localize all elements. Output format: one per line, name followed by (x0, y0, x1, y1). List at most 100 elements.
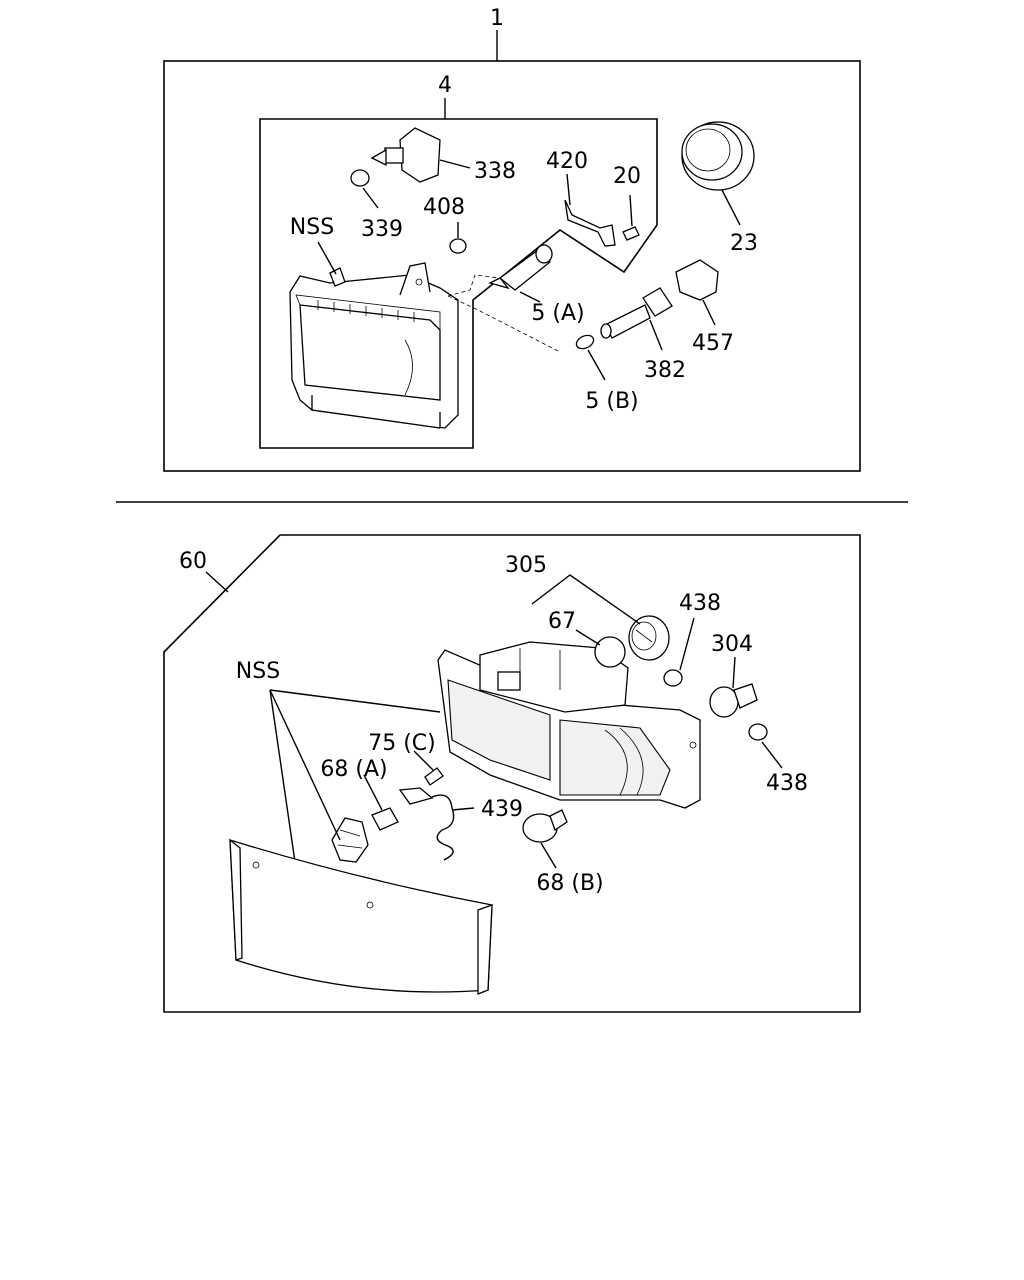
leader-439 (451, 807, 475, 811)
nss-socket-detail (337, 829, 363, 849)
trace-5a (447, 274, 501, 297)
headlamp-unit (289, 262, 459, 429)
part-75c-screw (424, 767, 444, 786)
ref-label-5b: 5 (B) (585, 389, 638, 414)
nss-socket-assembly (331, 817, 369, 863)
part-438-bulb-bottom (748, 723, 768, 741)
leader-457 (702, 299, 716, 326)
ref-label-67: 67 (548, 609, 576, 634)
actuator-body (399, 127, 441, 183)
part-439-wire-harness (398, 787, 455, 861)
harness-wire (431, 794, 455, 861)
upper-frame (163, 60, 861, 472)
ref-label-338: 338 (474, 159, 516, 184)
ref-label-20: 20 (613, 164, 641, 189)
leader-438-top (679, 617, 695, 671)
part-382-bulb-socket (600, 287, 673, 339)
ref-label-438-top: 438 (679, 591, 721, 616)
leader-305 (531, 574, 641, 625)
leader-23 (721, 189, 741, 226)
ref-label-nss-lower: NSS (236, 659, 280, 684)
actuator-shaft (384, 147, 404, 164)
leader-339 (362, 187, 379, 209)
ref-label-75c: 75 (C) (368, 731, 436, 756)
leader-nss-lower-lens (269, 689, 296, 863)
ref-label-4: 4 (438, 73, 452, 98)
part-23-dust-cap (681, 121, 755, 191)
ref-label-382: 382 (644, 358, 686, 383)
ref-label-420: 420 (546, 149, 588, 174)
subassembly-frame-4 (259, 118, 658, 449)
ref-label-60: 60 (179, 549, 207, 574)
socket-305-slot (635, 629, 653, 643)
leader-68a (363, 774, 383, 811)
bulb-5a-tip (488, 277, 510, 290)
ref-label-304: 304 (711, 632, 753, 657)
cap-inner (685, 128, 731, 172)
leader-nss-lower-socket (269, 689, 341, 841)
socket-304-tab (733, 683, 758, 709)
part-67-gasket (594, 636, 626, 668)
cap-rim (681, 123, 743, 181)
actuator-tip (370, 148, 387, 167)
leader-5a (519, 291, 541, 303)
socket-382-body (604, 304, 651, 339)
ref-label-68b: 68 (B) (536, 871, 603, 896)
socket-382-tip (600, 323, 612, 339)
bulb-68b-base (549, 809, 568, 832)
lower-bezel (311, 395, 441, 429)
lens-rib-1 (604, 729, 628, 796)
leader-nss-upper (317, 241, 337, 275)
trace-5b (447, 295, 561, 353)
lens-cover-hole-left (252, 861, 260, 869)
leader-nss-lower-housing (269, 689, 441, 713)
leader-438-bottom (761, 741, 783, 769)
part-457-connector (675, 259, 719, 301)
ref-label-1: 1 (490, 6, 504, 31)
bulb-5a-cap (535, 244, 553, 264)
ref-label-439: 439 (481, 797, 523, 822)
ref-label-68a: 68 (A) (320, 757, 387, 782)
harness-connector (398, 787, 434, 805)
lens-cover-edge (229, 838, 243, 961)
ref-label-339: 339 (361, 217, 403, 242)
ref-label-457: 457 (692, 331, 734, 356)
leader-420 (566, 173, 571, 206)
leader-60 (205, 571, 229, 593)
housing-top-tab (497, 671, 521, 691)
headlamp-lens (299, 304, 441, 401)
part-68a-bulb (371, 807, 399, 831)
part-5a-bulb (488, 244, 553, 291)
mount-bracket (399, 262, 431, 296)
bulb-68a (371, 807, 399, 831)
leader-67 (575, 629, 601, 646)
mount-hole (415, 278, 423, 286)
lens-cover-hole-right (366, 901, 374, 909)
part-339-o-ring (350, 169, 370, 187)
upper-assembly: 1 4 NSS (163, 6, 861, 472)
lens-rib-2 (619, 727, 644, 796)
ref-label-5a: 5 (A) (531, 301, 584, 326)
leader-304 (732, 656, 736, 689)
part-20-screw (622, 226, 640, 241)
part-305-socket (628, 615, 670, 661)
leader-75c (413, 750, 434, 771)
socket-305-inner (631, 621, 657, 651)
part-68b-bulb (522, 809, 568, 843)
part-5b-bulb (575, 334, 595, 350)
housing-top-block (479, 641, 629, 713)
housing-left-cavity (447, 679, 551, 781)
housing-hole (689, 741, 697, 749)
ref-label-nss-upper: NSS (290, 215, 334, 240)
part-420-bracket (564, 199, 616, 247)
leader-382 (649, 319, 663, 351)
part-304-socket (709, 683, 758, 718)
nss-screw-tab (329, 267, 346, 287)
leader-338 (439, 159, 471, 169)
leader-68b (540, 842, 557, 869)
ref-label-438-bottom: 438 (766, 771, 808, 796)
part-408-grommet (449, 238, 467, 254)
lens-curve (404, 339, 413, 396)
lens-cover-panel (229, 839, 493, 993)
